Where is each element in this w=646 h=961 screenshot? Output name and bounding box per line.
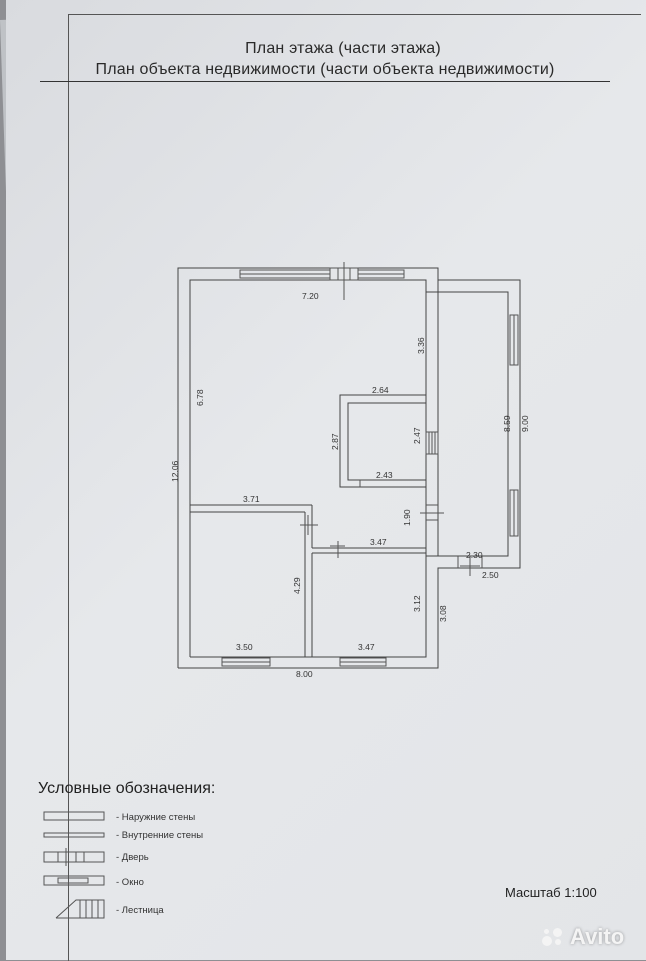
document-page — [6, 0, 646, 960]
legend-window: - Окно — [116, 877, 144, 888]
dim-right-room-outer: 9.00 — [520, 415, 530, 432]
outer-walls — [177, 267, 521, 669]
inner-walls — [190, 291, 439, 657]
dim-corridor-right: 3.47 — [370, 537, 387, 547]
dim-small-room-bottom: 2.43 — [376, 470, 393, 480]
dim-small-room-right: 2.47 — [412, 427, 422, 444]
dim-bottom-overall: 8.00 — [296, 669, 313, 679]
stair-symbol — [425, 431, 439, 455]
dim-bottom-left-room: 3.50 — [236, 642, 253, 652]
title-line-1: План этажа (части этажа) — [245, 40, 441, 57]
legend-symbols — [43, 811, 105, 919]
windows — [221, 269, 519, 667]
dim-corridor-height: 1.90 — [402, 509, 412, 526]
title-line-2: План объекта недвижимости (части объекта… — [40, 61, 610, 82]
dim-bottom-right-room: 3.47 — [358, 642, 375, 652]
doors — [300, 262, 483, 576]
dim-corridor-left: 3.71 — [243, 494, 260, 504]
dim-right-room-inner: 8.59 — [502, 415, 512, 432]
legend-outer-walls: - Наружние стены — [116, 812, 196, 823]
dim-top-wall: 7.20 — [302, 291, 319, 301]
avito-text: Avito — [570, 924, 625, 949]
dim-small-room-left: 2.87 — [330, 433, 340, 450]
dim-right-room-bottom-outer: 2.50 — [482, 570, 499, 580]
dim-small-room-top: 2.64 — [372, 385, 389, 395]
legend-stairs: - Лестница — [116, 905, 164, 916]
legend-inner-walls: - Внутренние стены — [116, 830, 204, 841]
scale-label: Масштаб 1:100 — [505, 885, 597, 900]
dim-overall-left: 12.06 — [170, 460, 180, 482]
avito-watermark: Avito — [540, 924, 624, 950]
dim-right-room2-height: 3.12 — [412, 595, 422, 612]
dim-right-outer-lower: 3.08 — [438, 605, 448, 622]
page-frame — [68, 14, 641, 961]
legend-door: - Дверь — [116, 852, 149, 863]
avito-dots-icon — [540, 926, 566, 948]
dim-right-room-bottom-inner: 2.30 — [466, 550, 483, 560]
dim-left-upper: 6.78 — [195, 389, 205, 406]
dim-upper-inner: 3.36 — [416, 337, 426, 354]
dim-left-room-height: 4.29 — [292, 577, 302, 594]
legend-title: Условные обозначения: — [38, 780, 216, 797]
